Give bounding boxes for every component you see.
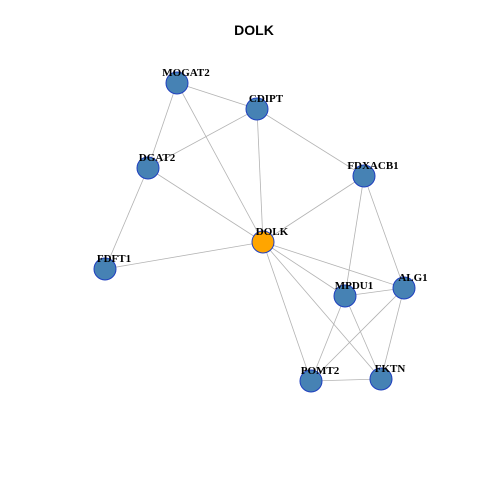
edge-fdft1-dolk <box>104 241 264 270</box>
edge-mogat2-cdipt <box>176 82 258 110</box>
edge-fdxacb1-mpdu1 <box>344 175 365 297</box>
edge-pomt2-fktn <box>310 378 382 382</box>
nodes-layer <box>93 71 416 393</box>
edge-dgat2-fdft1 <box>104 167 149 270</box>
node-label-fdft1: FDFT1 <box>97 253 131 265</box>
edge-dolk-pomt2 <box>262 241 312 382</box>
edge-mogat2-dolk <box>176 82 264 243</box>
edge-dolk-alg1 <box>262 241 405 289</box>
edge-fdxacb1-alg1 <box>363 175 405 289</box>
node-label-dolk: DOLK <box>256 226 289 238</box>
node-label-pomt2: POMT2 <box>301 365 340 377</box>
node-label-mogat2: MOGAT2 <box>162 67 210 79</box>
edge-mpdu1-pomt2 <box>310 295 346 382</box>
edge-mogat2-dgat2 <box>147 82 178 169</box>
edges-layer <box>104 82 405 382</box>
node-label-alg1: ALG1 <box>398 272 427 284</box>
edge-dolk-mpdu1 <box>262 241 346 297</box>
node-pomt2 <box>299 369 323 393</box>
node-mpdu1 <box>333 284 357 308</box>
edge-mpdu1-fktn <box>344 295 382 380</box>
diagram-title: DOLK <box>234 22 274 38</box>
edge-fdxacb1-dolk <box>262 175 365 243</box>
node-alg1 <box>392 276 416 300</box>
edge-cdipt-dgat2 <box>147 108 258 169</box>
node-label-fktn: FKTN <box>375 363 406 375</box>
node-dolk <box>251 230 275 254</box>
node-cdipt <box>245 97 269 121</box>
node-fdxacb1 <box>352 164 376 188</box>
edge-dolk-fktn <box>262 241 382 380</box>
edge-dgat2-dolk <box>147 167 264 243</box>
node-fdft1 <box>93 257 117 281</box>
node-mogat2 <box>165 71 189 95</box>
node-label-mpdu1: MPDU1 <box>335 280 374 292</box>
node-fktn <box>369 367 393 391</box>
edge-alg1-pomt2 <box>310 287 405 382</box>
edge-cdipt-dolk <box>256 108 264 243</box>
node-label-cdipt: CDIPT <box>249 93 284 105</box>
edge-alg1-fktn <box>380 287 405 380</box>
node-dgat2 <box>136 156 160 180</box>
node-label-dgat2: DGAT2 <box>139 152 176 164</box>
node-label-fdxacb1: FDXACB1 <box>347 160 398 172</box>
edge-cdipt-fdxacb1 <box>256 108 365 177</box>
